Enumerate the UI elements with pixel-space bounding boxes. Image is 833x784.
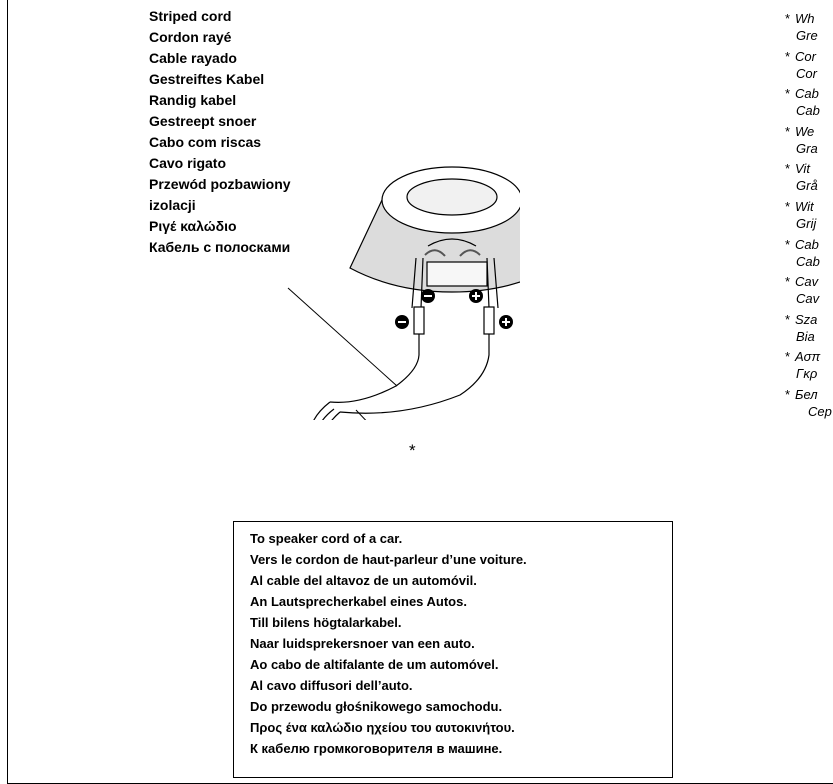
cord-label-el: Ριγέ καλώδιο (149, 218, 237, 234)
striped-cord-labels: Striped cord Cordon rayé Cable rayado Ge… (149, 6, 291, 258)
label-leader-line (287, 287, 398, 387)
cord-label-pl-2: izolacji (149, 197, 196, 213)
connection-arrows (424, 249, 481, 257)
reference-leader-line (355, 409, 367, 420)
caption-line-pl: Do przewodu głośnikowego samochodu. (250, 699, 503, 714)
minus-connector (413, 306, 425, 335)
cord-label-sv: Randig kabel (149, 92, 237, 108)
caption-line-ru: К кабелю громкоговорителя в машине. (250, 741, 503, 756)
caption-list: To speaker cord of a car. Vers le cordon… (250, 528, 527, 759)
caption-line-fr: Vers le cordon de haut-parleur d’une voi… (250, 552, 527, 567)
left-frame-line (7, 0, 8, 784)
cord-label-fr: Cordon rayé (149, 29, 232, 45)
cord-label-it: Cavo rigato (149, 155, 227, 171)
caption-line-de: An Lautsprecherkabel eines Autos. (250, 594, 467, 609)
speaker-terminals (421, 289, 483, 303)
caption-line-en: To speaker cord of a car. (250, 531, 403, 546)
cord-label-pt: Cabo com riscas (149, 134, 262, 150)
caption-line-sv: Till bilens högtalarkabel. (250, 615, 402, 630)
caption-line-it: Al cavo diffusori dell’auto. (250, 678, 413, 693)
cord-label-pl-1: Przewód pozbawiony (149, 176, 291, 192)
reference-mark: * (409, 441, 416, 460)
caption-line-pt: Ao cabo de altifalante de um automóvel. (250, 657, 499, 672)
plus-connector (483, 306, 495, 335)
caption-box: To speaker cord of a car. Vers le cordon… (233, 521, 673, 778)
cord-label-es: Cable rayado (149, 50, 237, 66)
cord-label-nl: Gestreept snoer (149, 113, 257, 129)
cord-label-ru: Кабель с полосками (149, 239, 291, 255)
speaker-wiring-diagram: 2 (287, 166, 520, 420)
speaker-illustration (349, 166, 520, 309)
speaker-cords (313, 320, 490, 420)
caption-line-es: Al cable del altavoz de un automóvil. (250, 573, 477, 588)
caption-line-el: Προς ένα καλώδιο ηχείου του αυτοκινήτου. (250, 720, 515, 735)
cord-label-en: Striped cord (149, 8, 232, 24)
cord-label-de: Gestreiftes Kabel (149, 71, 265, 87)
caption-line-nl: Naar luidsprekersnoer van een auto. (250, 636, 475, 651)
